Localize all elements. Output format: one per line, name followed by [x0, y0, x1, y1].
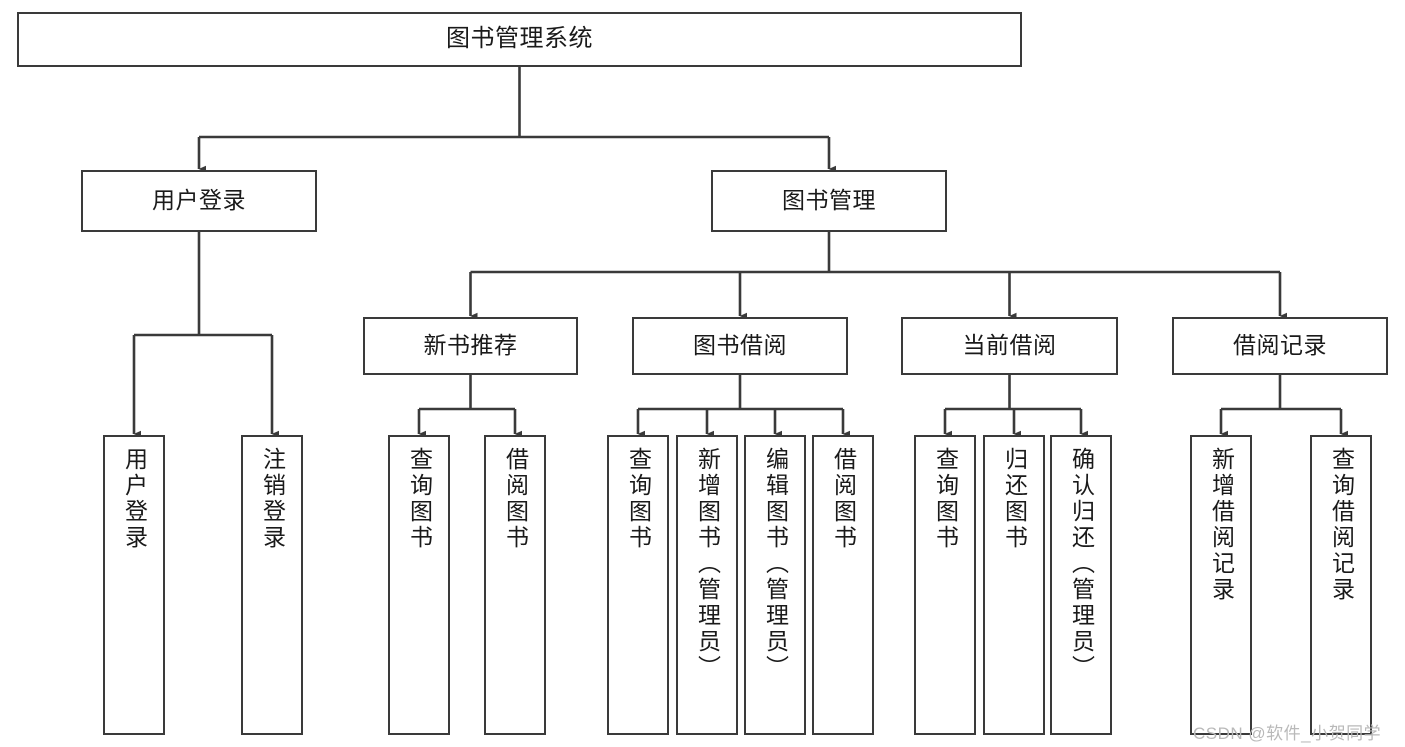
node-leaf-query-record: 查询借阅记录 [1310, 435, 1372, 735]
node-leaf-borrow-book-2: 借阅图书 [812, 435, 874, 735]
node-label: 图书借阅 [693, 332, 787, 359]
node-leaf-confirm-return: 确认归还（管理员） [1050, 435, 1112, 735]
node-label: 新增图书（管理员） [694, 447, 721, 681]
node-leaf-user-logout: 注销登录 [241, 435, 303, 735]
node-label: 用户登录 [152, 187, 246, 214]
node-leaf-add-book: 新增图书（管理员） [676, 435, 738, 735]
node-label: 确认归还（管理员） [1068, 447, 1095, 681]
node-label: 用户登录 [121, 447, 148, 551]
node-label: 查询图书 [932, 447, 959, 551]
node-book-borrow: 图书借阅 [632, 317, 848, 375]
watermark: CSDN @软件_小贺同学 [1193, 724, 1382, 743]
node-label: 图书管理 [782, 187, 876, 214]
node-label: 图书管理系统 [446, 25, 593, 53]
node-label: 查询图书 [625, 447, 652, 551]
node-leaf-user-login: 用户登录 [103, 435, 165, 735]
node-label: 借阅记录 [1233, 332, 1327, 359]
node-label: 查询图书 [406, 447, 433, 551]
node-label: 新增借阅记录 [1208, 447, 1235, 603]
node-leaf-query-book-3: 查询图书 [914, 435, 976, 735]
node-leaf-add-record: 新增借阅记录 [1190, 435, 1252, 735]
node-leaf-borrow-book-1: 借阅图书 [484, 435, 546, 735]
node-book-manage: 图书管理 [711, 170, 947, 232]
node-label: 新书推荐 [423, 332, 518, 359]
node-label: 借阅图书 [830, 447, 857, 551]
node-user-login: 用户登录 [81, 170, 317, 232]
node-label: 当前借阅 [962, 332, 1057, 359]
node-leaf-query-book-1: 查询图书 [388, 435, 450, 735]
node-label: 注销登录 [259, 447, 286, 551]
node-label: 借阅图书 [502, 447, 529, 551]
node-borrow-record: 借阅记录 [1172, 317, 1388, 375]
node-new-book-rec: 新书推荐 [363, 317, 578, 375]
node-root: 图书管理系统 [17, 12, 1022, 67]
node-label: 查询借阅记录 [1328, 447, 1355, 603]
node-label: 归还图书 [1001, 447, 1028, 551]
node-current-borrow: 当前借阅 [901, 317, 1118, 375]
node-leaf-query-book-2: 查询图书 [607, 435, 669, 735]
node-label: 编辑图书（管理员） [762, 447, 789, 681]
node-leaf-edit-book: 编辑图书（管理员） [744, 435, 806, 735]
node-leaf-return-book: 归还图书 [983, 435, 1045, 735]
